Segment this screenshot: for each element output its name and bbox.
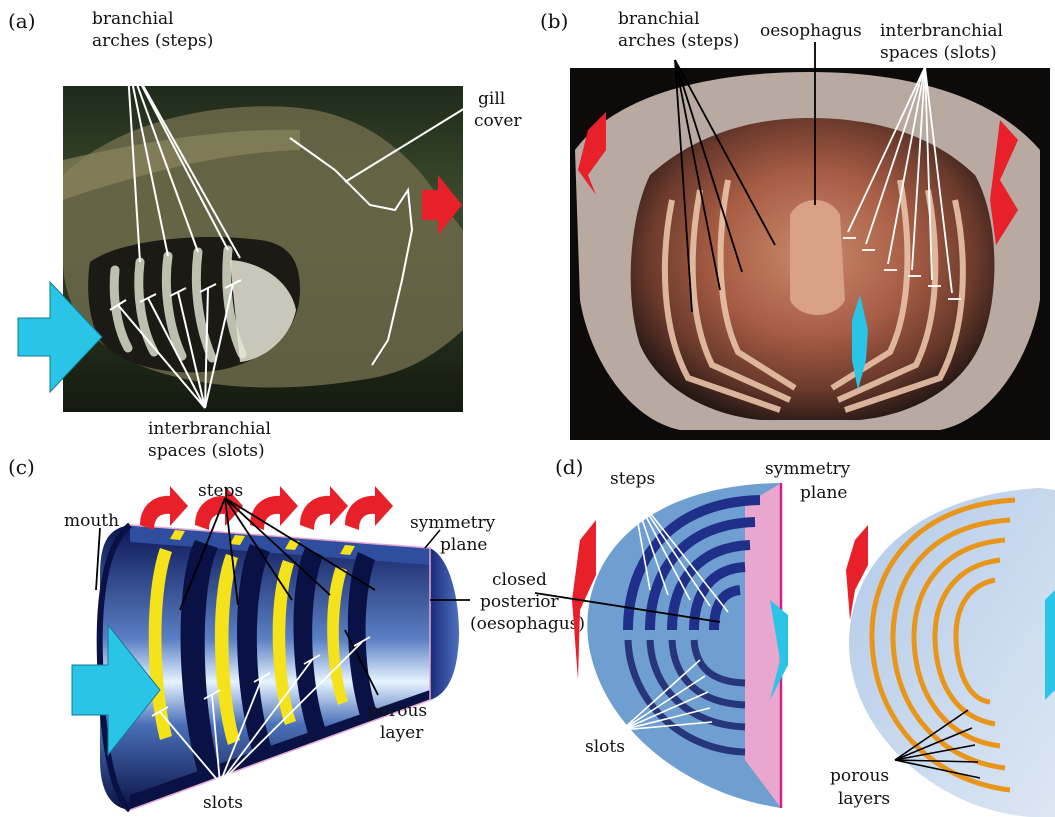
panel-b-arches-label-2: arches (steps): [618, 31, 739, 51]
panel-c-symmetry-label-1: symmetry: [410, 513, 496, 533]
panel-d-slots-label: slots: [585, 737, 625, 757]
panel-a-gill-label-2: cover: [474, 111, 522, 131]
panel-c-porous-label-1: porous: [368, 701, 427, 721]
panel-a: (a) branchial arches (steps) gill cover …: [8, 9, 522, 461]
panel-c-closed-label-3: (oesophagus): [470, 614, 585, 634]
panel-d: (d) steps symmetry plane slots porous la…: [535, 455, 1055, 817]
panel-c-mouth-leader: [96, 528, 100, 590]
panel-b: (b) branchial arches (steps) oesophagus …: [540, 9, 1050, 440]
panel-c-steps-label: steps: [198, 481, 243, 501]
panel-a-gill-label-1: gill: [478, 89, 505, 109]
panel-d-symmetry-label-2: plane: [800, 483, 847, 503]
panel-d-right-inflow-arrow: [1045, 590, 1055, 700]
panel-b-oesophagus-bulge: [790, 200, 845, 315]
panel-a-letter: (a): [8, 9, 36, 33]
panel-b-spaces-label-2: spaces (slots): [880, 43, 997, 63]
panel-d-symmetry-label-1: symmetry: [765, 459, 851, 479]
panel-a-spaces-label-2: spaces (slots): [148, 441, 265, 461]
panel-c-porous-label-2: layer: [380, 723, 424, 743]
panel-d-steps-label: steps: [610, 469, 655, 489]
panel-c-slots-label: slots: [203, 793, 243, 813]
panel-a-arches-label-1: branchial: [92, 9, 174, 29]
panel-c-end-cap: [430, 548, 459, 700]
panel-a-spaces-label-1: interbranchial: [148, 419, 271, 439]
panel-d-porous-label-2: layers: [838, 789, 890, 809]
panel-b-letter: (b): [540, 9, 568, 33]
panel-c-tube-body: [100, 525, 430, 810]
panel-c: (c) steps mouth symmetry plane closed po…: [8, 455, 585, 813]
panel-b-oesophagus-label: oesophagus: [760, 21, 862, 41]
panel-a-arches-label-2: arches (steps): [92, 31, 213, 51]
panel-c-closed-label-1: closed: [492, 570, 547, 590]
panel-c-mouth-label: mouth: [64, 511, 119, 531]
panel-b-arches-label-1: branchial: [618, 9, 700, 29]
panel-d-left-symmetry-face: [745, 483, 781, 808]
panel-c-letter: (c): [8, 455, 35, 479]
panel-b-spaces-label-1: interbranchial: [880, 21, 1003, 41]
panel-c-symmetry-label-2: plane: [440, 535, 487, 555]
panel-d-letter: (d): [555, 455, 583, 479]
panel-d-porous-label-1: porous: [830, 766, 889, 786]
